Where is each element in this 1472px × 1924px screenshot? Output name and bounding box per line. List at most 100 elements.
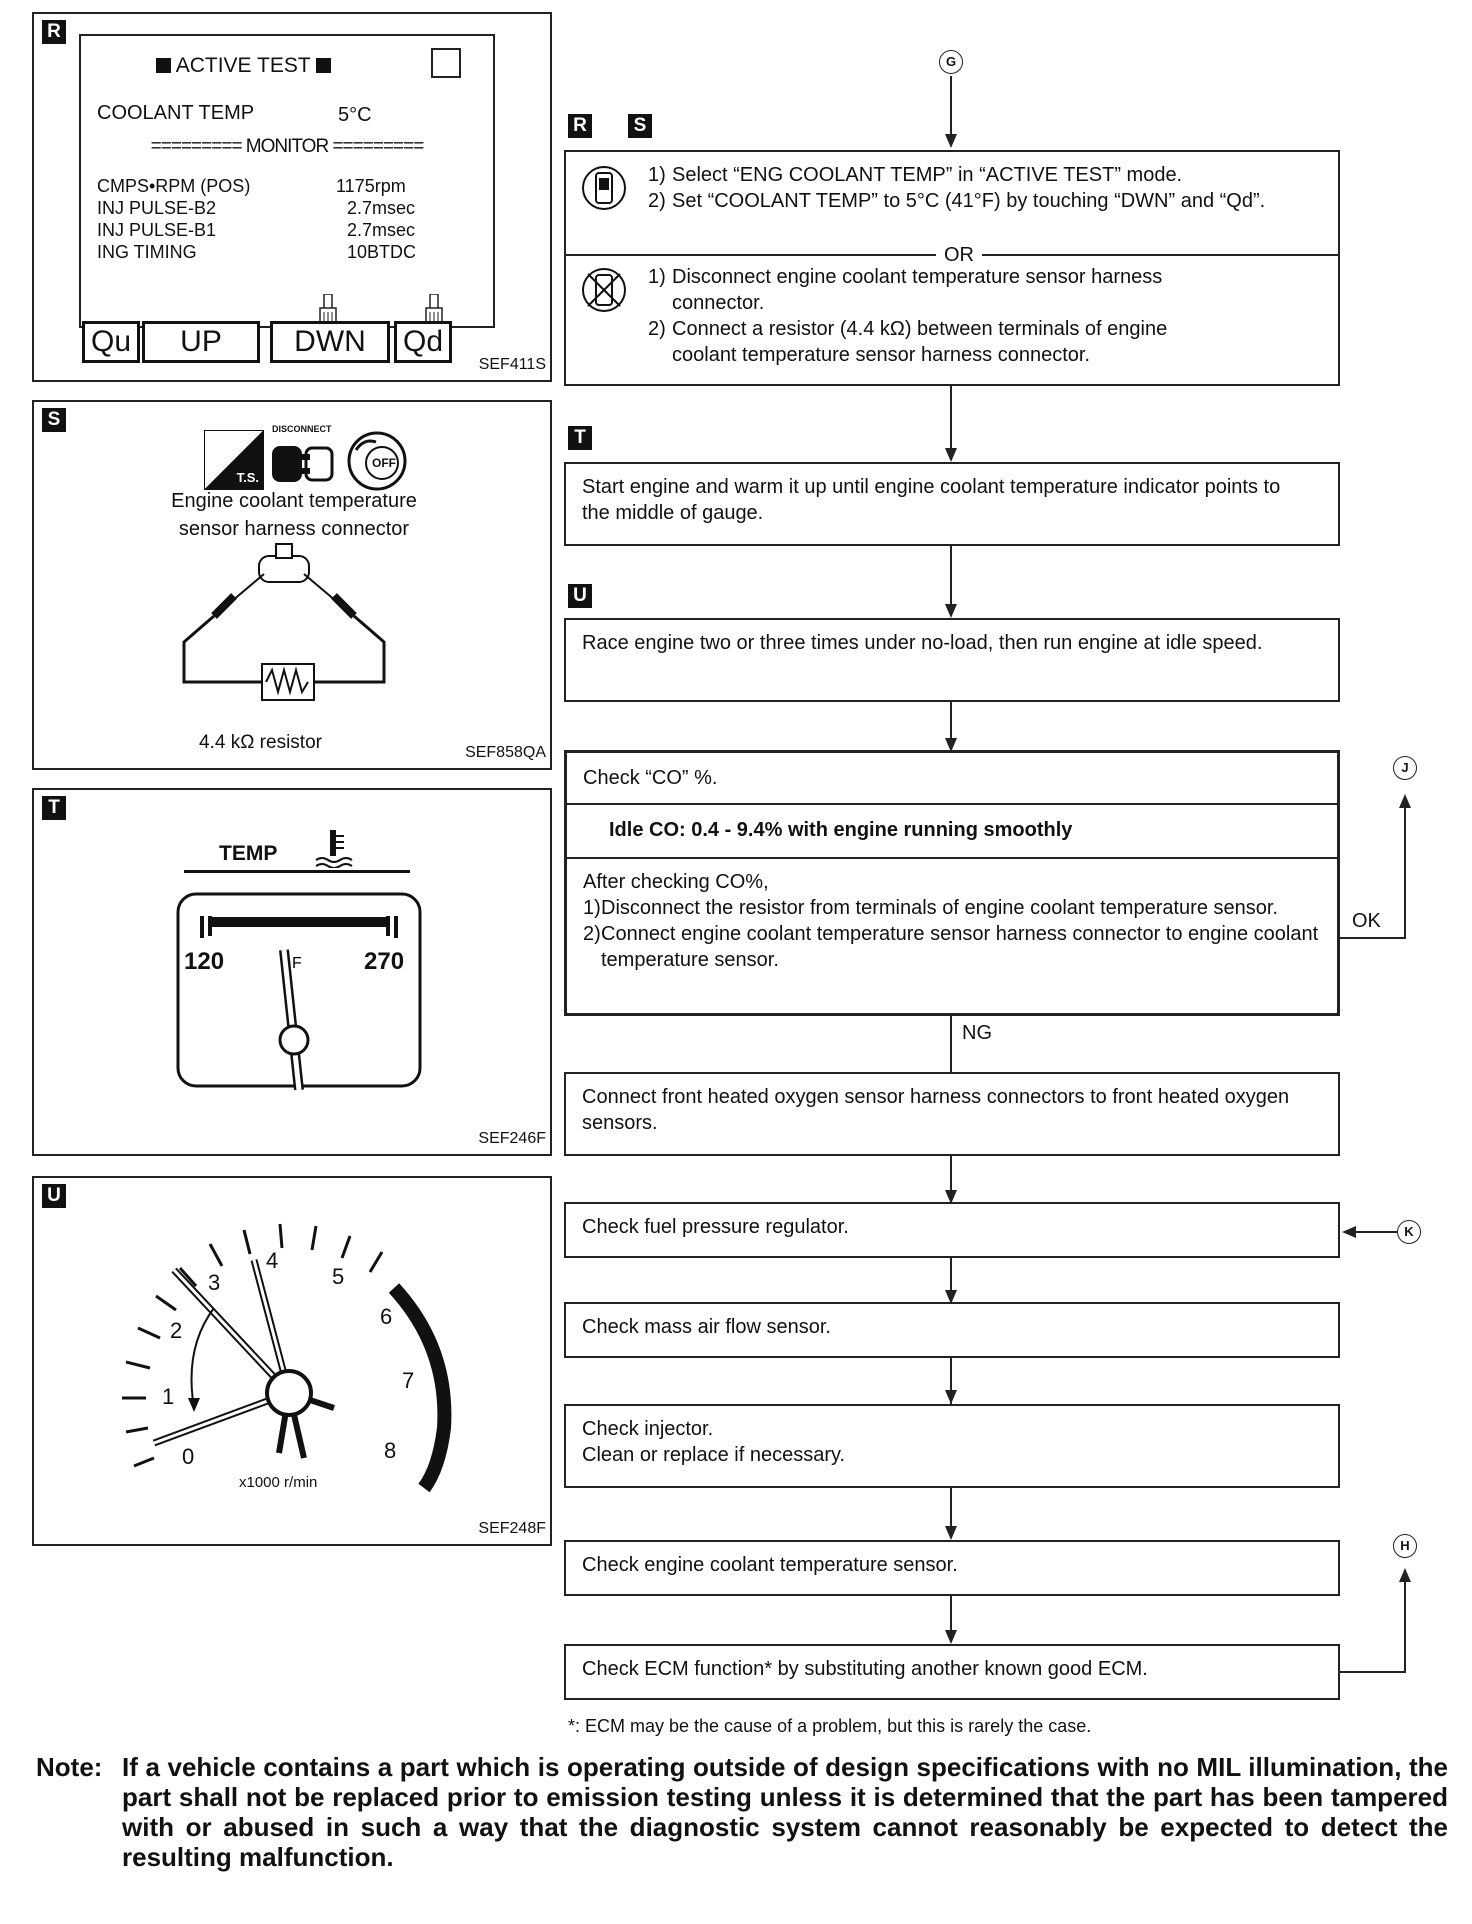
rpm-unit-label: x1000 r/min — [239, 1474, 318, 1491]
step-box-fuel: Check fuel pressure regulator. — [564, 1202, 1340, 1258]
flow-line — [950, 1156, 952, 1204]
panel-u: U 0 1 2 — [32, 1176, 552, 1546]
arrow-head-left — [1342, 1226, 1356, 1238]
co-divider-2 — [567, 857, 1337, 859]
co-step-1: Disconnect the resistor from terminals o… — [601, 897, 1278, 919]
tick-3: 3 — [208, 1270, 221, 1295]
ts-icon: T.S. — [204, 430, 264, 490]
disconnect-icon — [272, 446, 334, 482]
temp-low-label: 120 — [184, 948, 225, 975]
co-after-steps: 1)Disconnect the resistor from terminals… — [583, 897, 1319, 971]
flow-line — [950, 1258, 952, 1304]
connector-h: H — [1393, 1534, 1417, 1558]
qu-button[interactable]: Qu — [82, 321, 140, 363]
row-value-3: 10BTDC — [347, 242, 417, 262]
flow-line — [950, 1358, 952, 1404]
title-row: ACTIVE TEST — [156, 54, 332, 78]
or-label: OR — [936, 242, 982, 268]
row-value-2: 2.7msec — [347, 220, 416, 240]
tick-5: 5 — [332, 1264, 345, 1289]
check-co-box: Check “CO” %. Idle CO: 0.4 - 9.4% with e… — [564, 750, 1340, 1016]
arrow-head — [945, 738, 957, 752]
active-test-title: ACTIVE TEST — [175, 54, 311, 77]
step-b1: Disconnect engine coolant temperature se… — [672, 266, 1163, 314]
ect-text: Check engine coolant temperature sensor. — [582, 1554, 958, 1576]
row-label-0: CMPS•RPM (POS) — [97, 176, 251, 196]
no-consult-steps: 1)Disconnect engine coolant temperature … — [648, 266, 1168, 366]
step-box-injector: Check injector. Clean or replace if nece… — [564, 1404, 1340, 1488]
ts-label: T.S. — [236, 470, 259, 485]
row-label-3: ING TIMING — [97, 242, 197, 262]
injector-line-2: Clean or replace if necessary. — [582, 1444, 846, 1466]
injector-line-1: Check injector. — [582, 1418, 714, 1440]
co-divider-1 — [567, 803, 1337, 805]
consult-tool-icon — [582, 166, 626, 210]
label-t-flow: T — [568, 426, 592, 450]
up-button[interactable]: UP — [142, 321, 260, 363]
fuel-text: Check fuel pressure regulator. — [582, 1216, 849, 1238]
tachometer-gauge — [122, 1223, 452, 1493]
tick-6: 6 — [380, 1304, 393, 1329]
arrow-head-up — [1399, 1568, 1411, 1582]
coolant-label: COOLANT TEMP — [97, 102, 255, 124]
temp-label: TEMP — [219, 842, 278, 865]
row-label-1: INJ PULSE-B2 — [97, 198, 217, 218]
qd-button[interactable]: Qd — [394, 321, 452, 363]
svg-text:F: F — [292, 955, 302, 972]
h-line-v — [1404, 1580, 1406, 1673]
arrow-head — [945, 1630, 957, 1644]
ok-label: OK — [1352, 910, 1381, 932]
disconnect-label: DISCONNECT — [272, 424, 332, 434]
coolant-temp-icon — [315, 830, 353, 868]
step-box-maf: Check mass air flow sensor. — [564, 1302, 1340, 1358]
label-u: U — [42, 1184, 66, 1208]
label-s: S — [42, 408, 66, 432]
tick-7: 7 — [402, 1368, 415, 1393]
row-value-0: 1175rpm — [336, 176, 406, 196]
checkbox-icon[interactable] — [431, 48, 461, 78]
coolant-value: 5°C — [338, 104, 372, 126]
co-title: Check “CO” %. — [583, 767, 718, 789]
dwn-button[interactable]: DWN — [270, 321, 390, 363]
figure-code-s: SEF858QA — [465, 744, 546, 761]
row-label-2: INJ PULSE-B1 — [97, 220, 217, 240]
step-u-text: Race engine two or three times under no-… — [582, 632, 1263, 654]
connector-caption-2: sensor harness connector — [178, 518, 410, 540]
consult-screen: ACTIVE TEST COOLANT TEMP 5°C ========= M… — [79, 34, 495, 328]
no-consult-section: 1)Disconnect engine coolant temperature … — [566, 256, 1338, 384]
panel-t: T TEMP F 120 270 SEF246F — [32, 788, 552, 1156]
connector-j: J — [1393, 756, 1417, 780]
ng-label: NG — [962, 1022, 992, 1044]
tick-8: 8 — [384, 1438, 397, 1463]
arrow-head — [945, 448, 957, 462]
step-b2: Connect a resistor (4.4 kΩ) between term… — [672, 318, 1168, 366]
resistor-circuit-diagram — [182, 543, 386, 701]
co-after: After checking CO%, — [583, 871, 769, 893]
panel-s: S T.S. DISCONNECT OFF Engine coolant tem… — [32, 400, 552, 770]
ignition-off-icon — [347, 431, 407, 491]
touch-finger-icon — [425, 294, 443, 325]
connector-g: G — [939, 50, 963, 74]
co-spec: Idle CO: 0.4 - 9.4% with engine running … — [609, 819, 1073, 841]
label-r: R — [42, 20, 66, 44]
arrow-head — [945, 1526, 957, 1540]
label-r-flow: R — [568, 114, 592, 138]
step-a1: Select “ENG COOLANT TEMP” in “ACTIVE TES… — [672, 164, 1183, 186]
tick-0: 0 — [182, 1444, 195, 1469]
step-box-ecm: Check ECM function* by substituting anot… — [564, 1644, 1340, 1700]
ok-line-h — [1340, 937, 1406, 939]
connector-k: K — [1397, 1220, 1421, 1244]
resistor-label: 4.4 kΩ resistor — [199, 732, 322, 753]
flow-line — [950, 702, 952, 748]
ok-line-v — [1404, 806, 1406, 939]
arrow-head — [945, 1190, 957, 1204]
note-label: Note: — [36, 1752, 103, 1782]
off-label: OFF — [372, 456, 396, 470]
step-box-ect: Check engine coolant temperature sensor. — [564, 1540, 1340, 1596]
h-line — [1340, 1671, 1406, 1673]
arrow-head — [945, 134, 957, 148]
figure-code-u: SEF248F — [478, 1520, 546, 1537]
flow-line — [950, 386, 952, 450]
co-step-2: Connect engine coolant temperature senso… — [601, 923, 1319, 971]
tick-1: 1 — [162, 1384, 175, 1409]
